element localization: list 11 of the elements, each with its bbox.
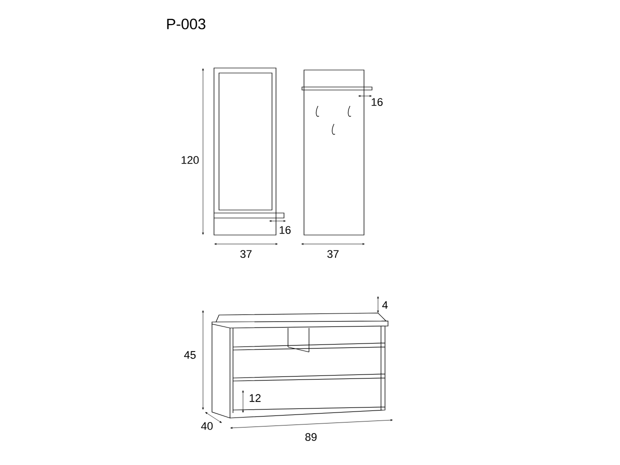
dimension-label: 120 xyxy=(182,156,199,164)
title: P-003 xyxy=(167,18,206,30)
dimension-label: 16 xyxy=(280,226,291,234)
dimension-label: 89 xyxy=(305,433,317,441)
dimension-label: 12 xyxy=(250,394,261,402)
dimension-label: 16 xyxy=(372,98,383,106)
dimension-label: 37 xyxy=(240,250,252,258)
dimension-label: 4 xyxy=(382,301,388,309)
dimension-label: 45 xyxy=(184,351,196,359)
dimension-label: 40 xyxy=(201,422,213,430)
dimension-label: 37 xyxy=(327,250,339,258)
